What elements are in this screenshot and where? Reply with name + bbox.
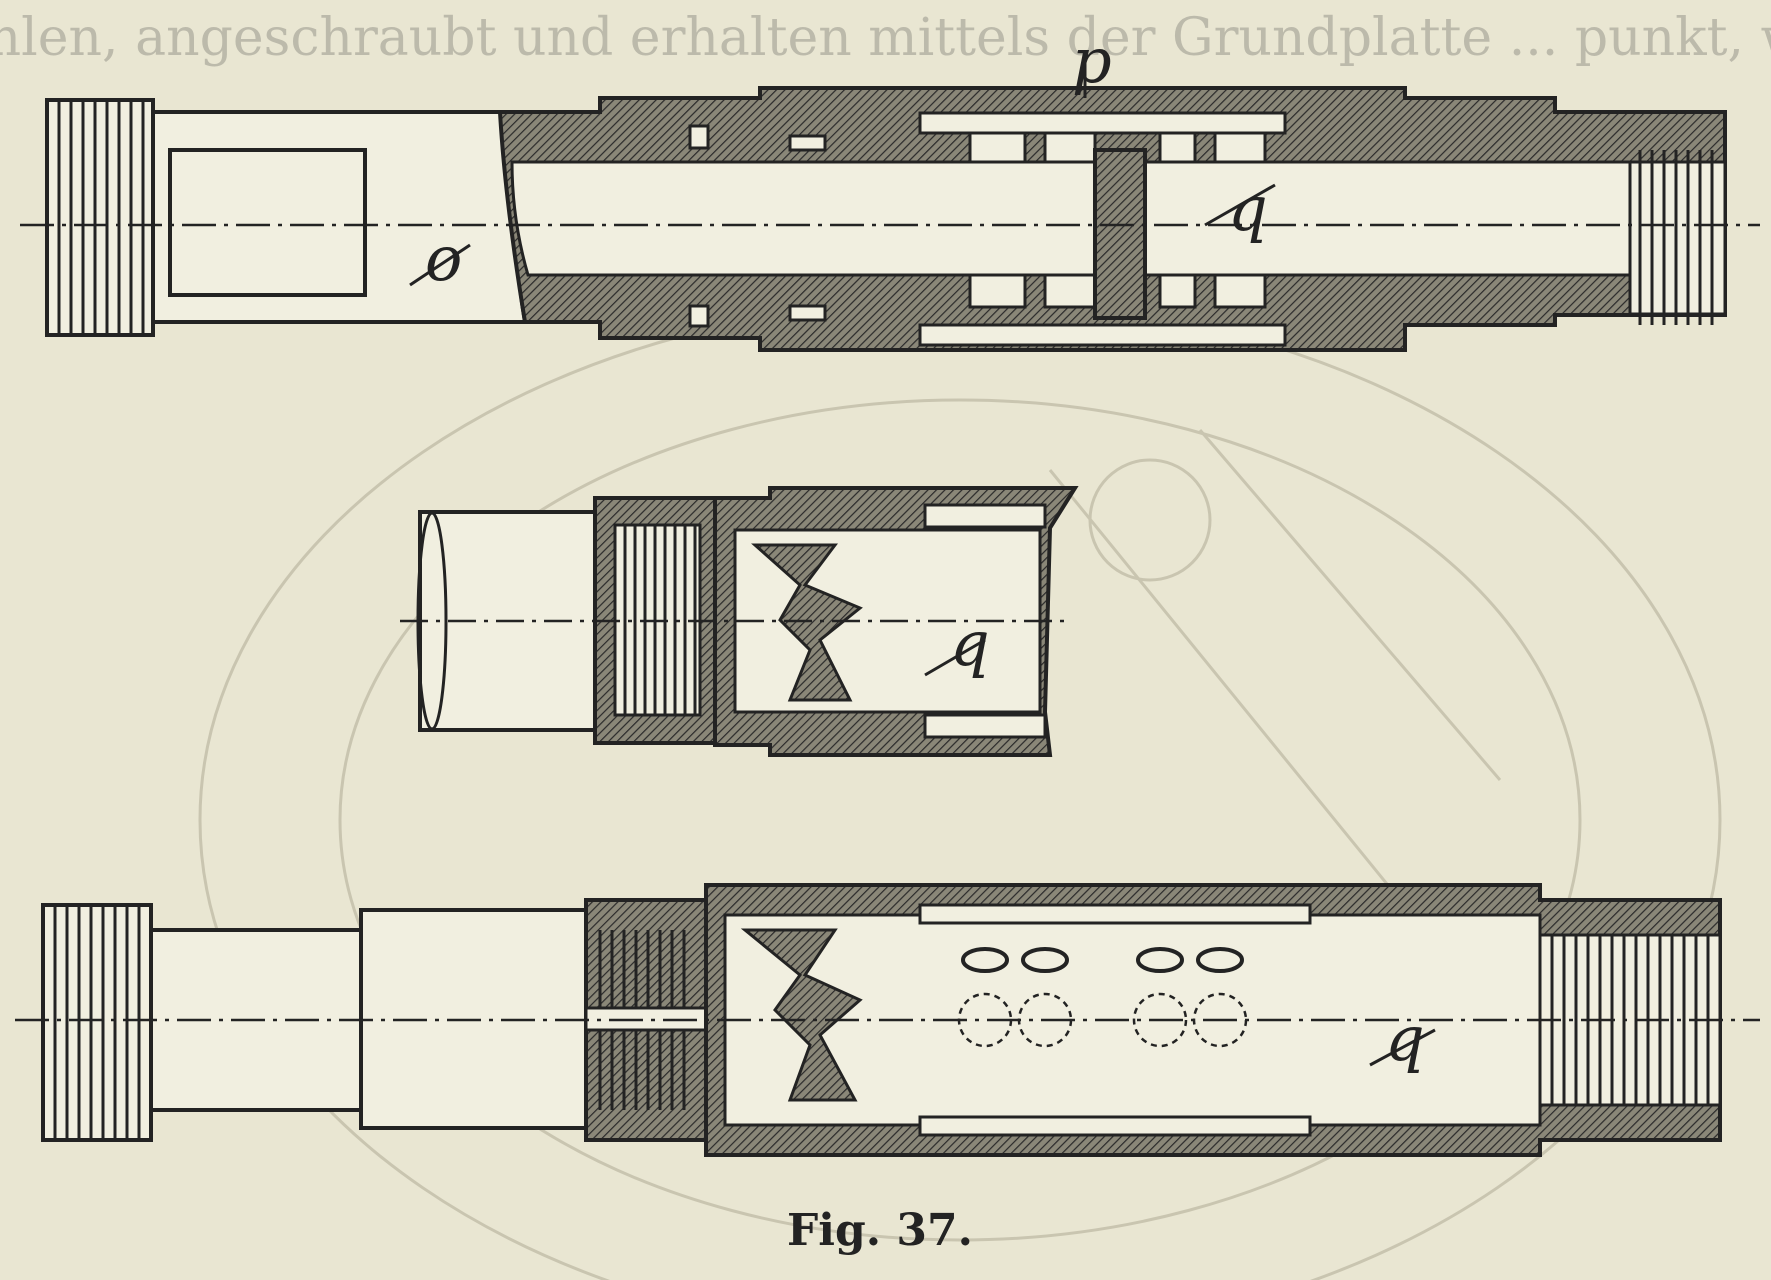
label-top-o: o [425,222,462,295]
label-top-q: q [1228,172,1268,245]
label-top-p: p [1072,24,1112,97]
bleed-through-text: rmuhlen, angeschraubt und erhalten mitte… [0,8,1771,68]
bottom-assembly [15,883,1760,1157]
top-assembly [20,55,1760,352]
label-mid-q: q [950,607,990,680]
middle-assembly [400,486,1079,757]
label-bot-q: q [1385,1002,1425,1075]
figure-caption: Fig. 37. [787,1205,973,1256]
